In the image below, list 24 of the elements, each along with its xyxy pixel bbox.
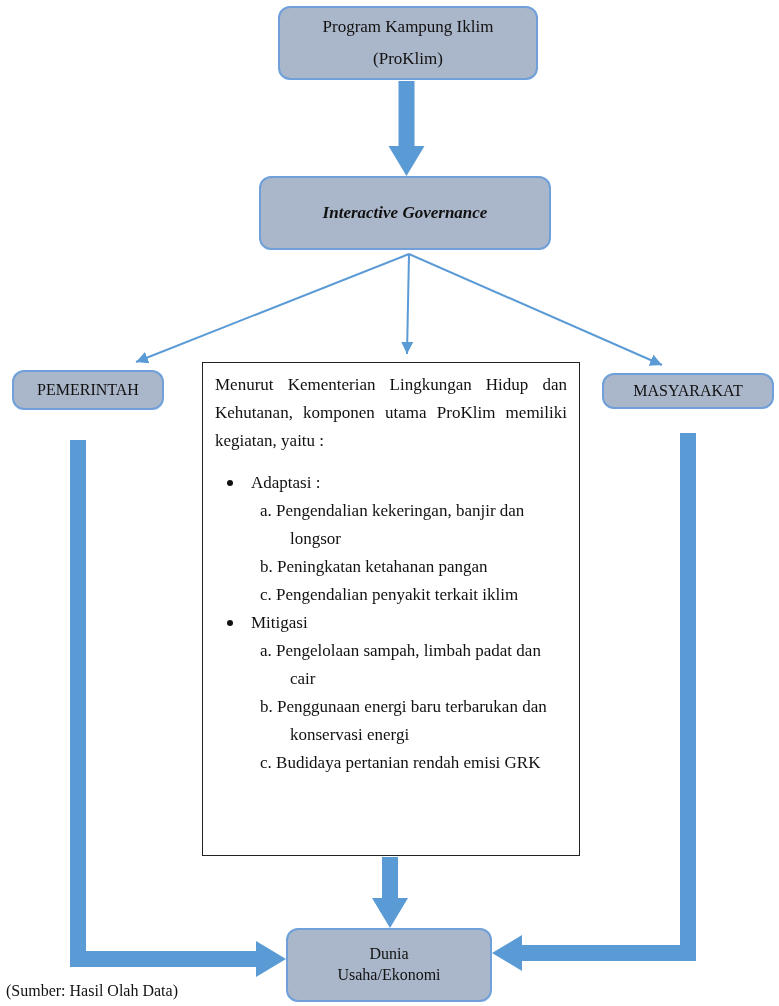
- box-label: Dunia Usaha/Ekonomi: [336, 944, 442, 985]
- rounded-box: [259, 176, 551, 250]
- list-item: c. Budidaya pertanian rendah emisi GRK: [259, 752, 542, 774]
- arrow: [135, 253, 410, 364]
- caption: (Sumber: Hasil Olah Data): [6, 982, 178, 1000]
- rounded-box: [602, 373, 774, 409]
- arrow: [401, 253, 414, 355]
- bullet-item: Mitigasi: [215, 609, 567, 637]
- block-arrow: [372, 857, 408, 928]
- list-item: b. Peningkatan ketahanan pangan: [259, 556, 489, 578]
- list-item: c. Pengendalian penyakit terkait iklim: [259, 584, 520, 606]
- rounded-box: [12, 370, 164, 410]
- text-box: [202, 362, 580, 856]
- block-arrow: [388, 81, 425, 176]
- box-label: Program Kampung Iklim (ProKlim): [321, 15, 495, 70]
- box-label: Interactive Governance: [322, 201, 488, 224]
- paragraph: Menurut Kementerian Lingkungan Hidup dan Kehutanan, komponen utama ProKlim memiliki kegiatan, yaitu :: [215, 374, 567, 452]
- arrow: [408, 253, 663, 366]
- box-label: PEMERINTAH: [37, 379, 139, 400]
- bullet-item: Adaptasi :: [215, 469, 567, 497]
- box-label: MASYARAKAT: [633, 380, 743, 401]
- rounded-box: [286, 928, 492, 1002]
- block-arrow: [492, 433, 696, 971]
- rounded-box: [278, 6, 538, 80]
